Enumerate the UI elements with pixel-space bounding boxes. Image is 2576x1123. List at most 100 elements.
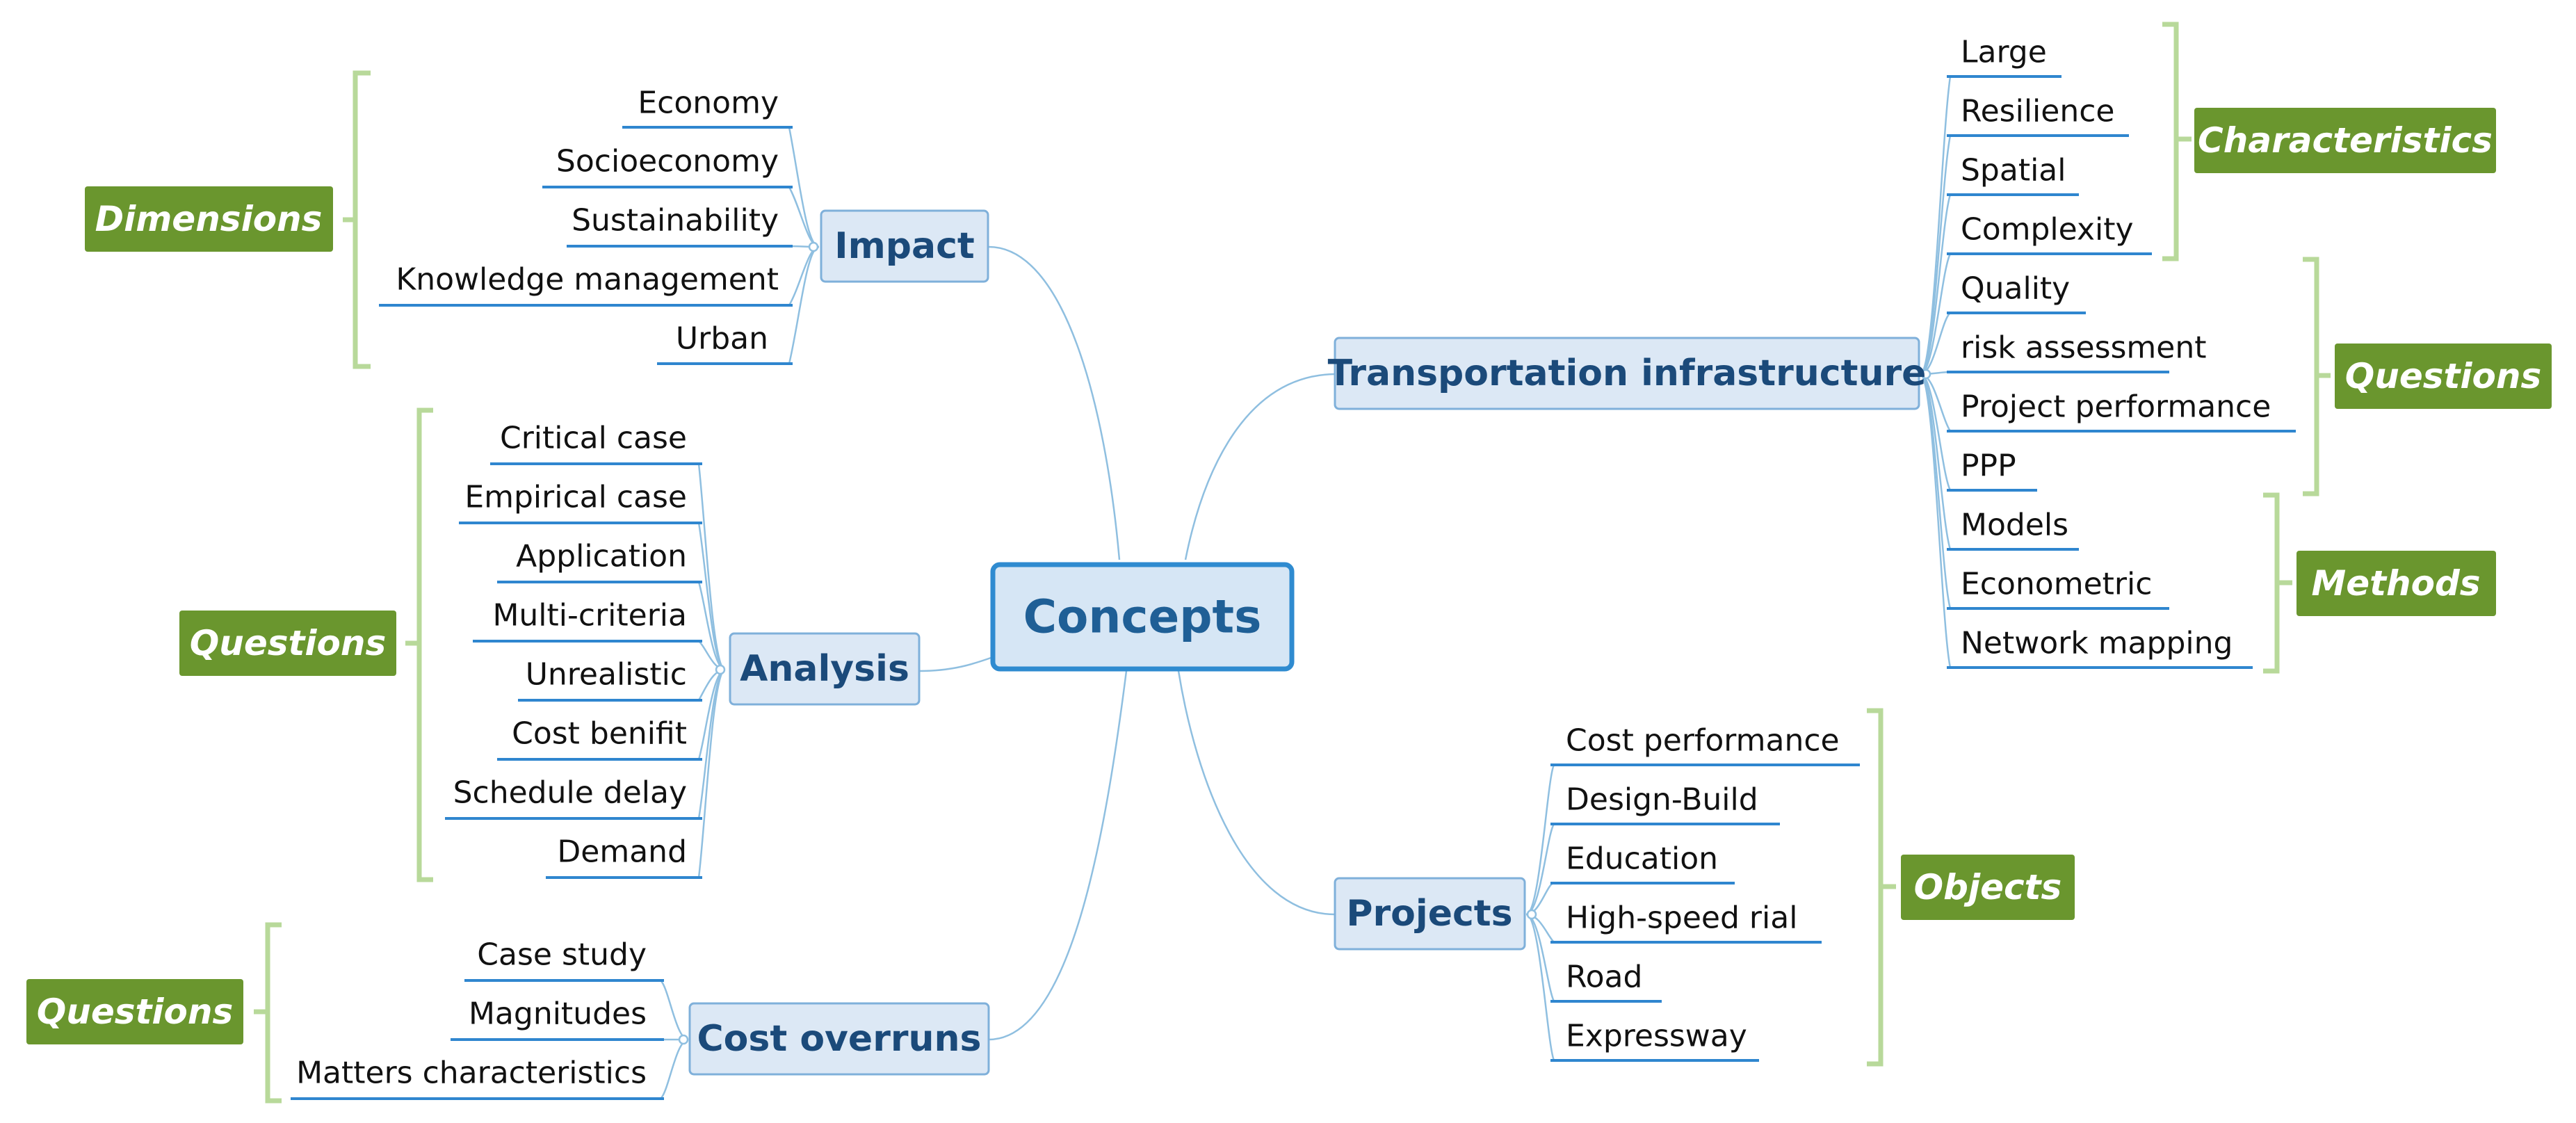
main-topic-impact[interactable]: Impact: [820, 209, 989, 283]
subtopic[interactable]: Critical case: [490, 421, 702, 465]
svg-text:Sustainability: Sustainability: [572, 203, 779, 239]
main-topic-transportation[interactable]: Transportation infrastructure: [1328, 337, 1927, 410]
central-topic-label: Concepts: [1023, 590, 1262, 644]
subtopic[interactable]: Unrealistic: [518, 657, 702, 702]
tag-objects[interactable]: Objects: [1901, 855, 2075, 920]
subtopic[interactable]: Design-Build: [1550, 782, 1780, 825]
subtopic[interactable]: Expressway: [1550, 1019, 1759, 1062]
main-topic-projects[interactable]: Projects: [1334, 877, 1526, 951]
analysis-label: Analysis: [740, 648, 909, 690]
subtopic[interactable]: Magnitudes: [451, 996, 664, 1041]
subtopic[interactable]: Sustainability: [567, 203, 793, 248]
connector-transportation: [1184, 373, 1336, 560]
branch-projects: Projects Cost performance Design-Build E…: [1334, 708, 2075, 1067]
analysis-child-connectors: [697, 463, 726, 878]
impact-subtopics: Economy Socioeconomy Sustainability Know…: [379, 86, 793, 365]
svg-text:Knowledge management: Knowledge management: [396, 262, 779, 298]
subtopic[interactable]: Cost benifit: [497, 716, 702, 761]
svg-text:Multi-criteria: Multi-criteria: [492, 598, 687, 633]
subtopic[interactable]: Case study: [464, 937, 664, 982]
svg-text:Unrealistic: Unrealistic: [526, 657, 687, 693]
subtopic[interactable]: Models: [1947, 508, 2079, 551]
tag-analysis-questions[interactable]: Questions: [179, 611, 396, 676]
svg-text:Spatial: Spatial: [1961, 153, 2066, 188]
tag-methods-label: Methods: [2311, 563, 2480, 604]
subtopic[interactable]: Quality: [1947, 271, 2086, 314]
tag-analysis-questions-label: Questions: [190, 623, 387, 663]
subtopic[interactable]: Schedule delay: [445, 775, 702, 820]
svg-text:Models: Models: [1961, 508, 2068, 543]
impact-label: Impact: [834, 225, 975, 267]
tag-cost-overruns-questions[interactable]: Questions: [26, 979, 243, 1044]
branch-transportation: Transportation infrastructure Large Resi…: [1328, 22, 2552, 674]
subtopic[interactable]: Spatial: [1947, 153, 2079, 196]
central-topic[interactable]: Concepts: [990, 562, 1295, 672]
tag-transportation-questions-label: Questions: [2345, 356, 2542, 396]
subtopic[interactable]: Education: [1550, 841, 1735, 884]
svg-text:High-speed rial: High-speed rial: [1566, 900, 1797, 936]
subtopic[interactable]: Road: [1550, 960, 1662, 1003]
subtopic[interactable]: Demand: [546, 834, 702, 879]
transportation-label: Transportation infrastructure: [1328, 353, 1927, 394]
subtopic[interactable]: Network mapping: [1947, 626, 2253, 669]
tag-transportation-questions[interactable]: Questions: [2335, 344, 2552, 409]
main-connectors: [918, 245, 1336, 1041]
subtopic[interactable]: Economy: [622, 86, 793, 129]
svg-text:Resilience: Resilience: [1961, 94, 2114, 129]
cost-overruns-bracket: [254, 922, 282, 1104]
tag-methods[interactable]: Methods: [2296, 551, 2496, 616]
svg-text:Econometric: Econometric: [1961, 567, 2152, 602]
subtopic[interactable]: Large: [1947, 35, 2061, 78]
cost-overruns-child-connectors: [660, 980, 689, 1099]
svg-text:Cost performance: Cost performance: [1566, 723, 1840, 759]
main-topic-analysis[interactable]: Analysis: [729, 632, 921, 706]
subtopic[interactable]: Application: [497, 539, 702, 583]
projects-child-connectors: [1525, 764, 1555, 1061]
tag-characteristics-label: Characteristics: [2198, 120, 2493, 161]
tag-characteristics[interactable]: Characteristics: [2194, 108, 2496, 173]
svg-text:Road: Road: [1566, 960, 1642, 995]
transportation-child-connectors: [1919, 76, 1952, 668]
subtopic[interactable]: Cost performance: [1550, 723, 1860, 766]
tag-objects-label: Objects: [1914, 867, 2062, 907]
svg-text:Schedule delay: Schedule delay: [453, 775, 687, 811]
cost-overruns-subtopics: Case study Magnitudes Matters characteri…: [291, 937, 664, 1100]
analysis-bracket: [405, 407, 433, 882]
subtopic[interactable]: High-speed rial: [1550, 900, 1822, 944]
svg-text:Application: Application: [516, 539, 687, 574]
svg-text:Large: Large: [1961, 35, 2047, 70]
impact-child-connectors: [788, 127, 820, 364]
subtopic[interactable]: Multi-criteria: [473, 598, 702, 643]
subtopic[interactable]: Matters characteristics: [291, 1056, 664, 1100]
subtopic[interactable]: Complexity: [1947, 212, 2152, 255]
cost-overruns-label: Cost overruns: [697, 1018, 982, 1060]
subtopic[interactable]: Urban: [657, 321, 793, 365]
connector-projects: [1177, 670, 1336, 916]
subtopic[interactable]: Econometric: [1947, 567, 2169, 610]
subtopic[interactable]: Resilience: [1947, 94, 2129, 137]
tag-dimensions[interactable]: Dimensions: [85, 186, 333, 252]
subtopic[interactable]: Project performance: [1947, 389, 2296, 433]
svg-text:Project performance: Project performance: [1961, 389, 2271, 425]
subtopic[interactable]: Socioeconomy: [542, 144, 793, 188]
objects-bracket: [1867, 708, 1896, 1067]
subtopic[interactable]: risk assessment: [1947, 330, 2207, 373]
connector-impact: [988, 245, 1121, 560]
svg-text:Expressway: Expressway: [1566, 1019, 1747, 1054]
svg-text:Cost benifit: Cost benifit: [512, 716, 687, 752]
branch-analysis: Analysis Critical case Empirical case Ap…: [179, 407, 921, 882]
svg-text:Urban: Urban: [676, 321, 768, 357]
svg-text:Matters characteristics: Matters characteristics: [296, 1056, 647, 1091]
svg-text:Education: Education: [1566, 841, 1718, 877]
subtopic[interactable]: Knowledge management: [379, 262, 793, 307]
subtopic[interactable]: PPP: [1947, 449, 2037, 492]
subtopic[interactable]: Empirical case: [459, 480, 702, 524]
svg-text:Quality: Quality: [1961, 271, 2070, 307]
projects-subtopics: Cost performance Design-Build Education …: [1550, 723, 1860, 1062]
transportation-questions-bracket: [2303, 257, 2331, 496]
svg-text:Demand: Demand: [557, 834, 687, 870]
branch-cost-overruns: Cost overruns Case study Magnitudes Matt…: [26, 922, 990, 1104]
main-topic-cost-overruns[interactable]: Cost overruns: [688, 1002, 990, 1076]
